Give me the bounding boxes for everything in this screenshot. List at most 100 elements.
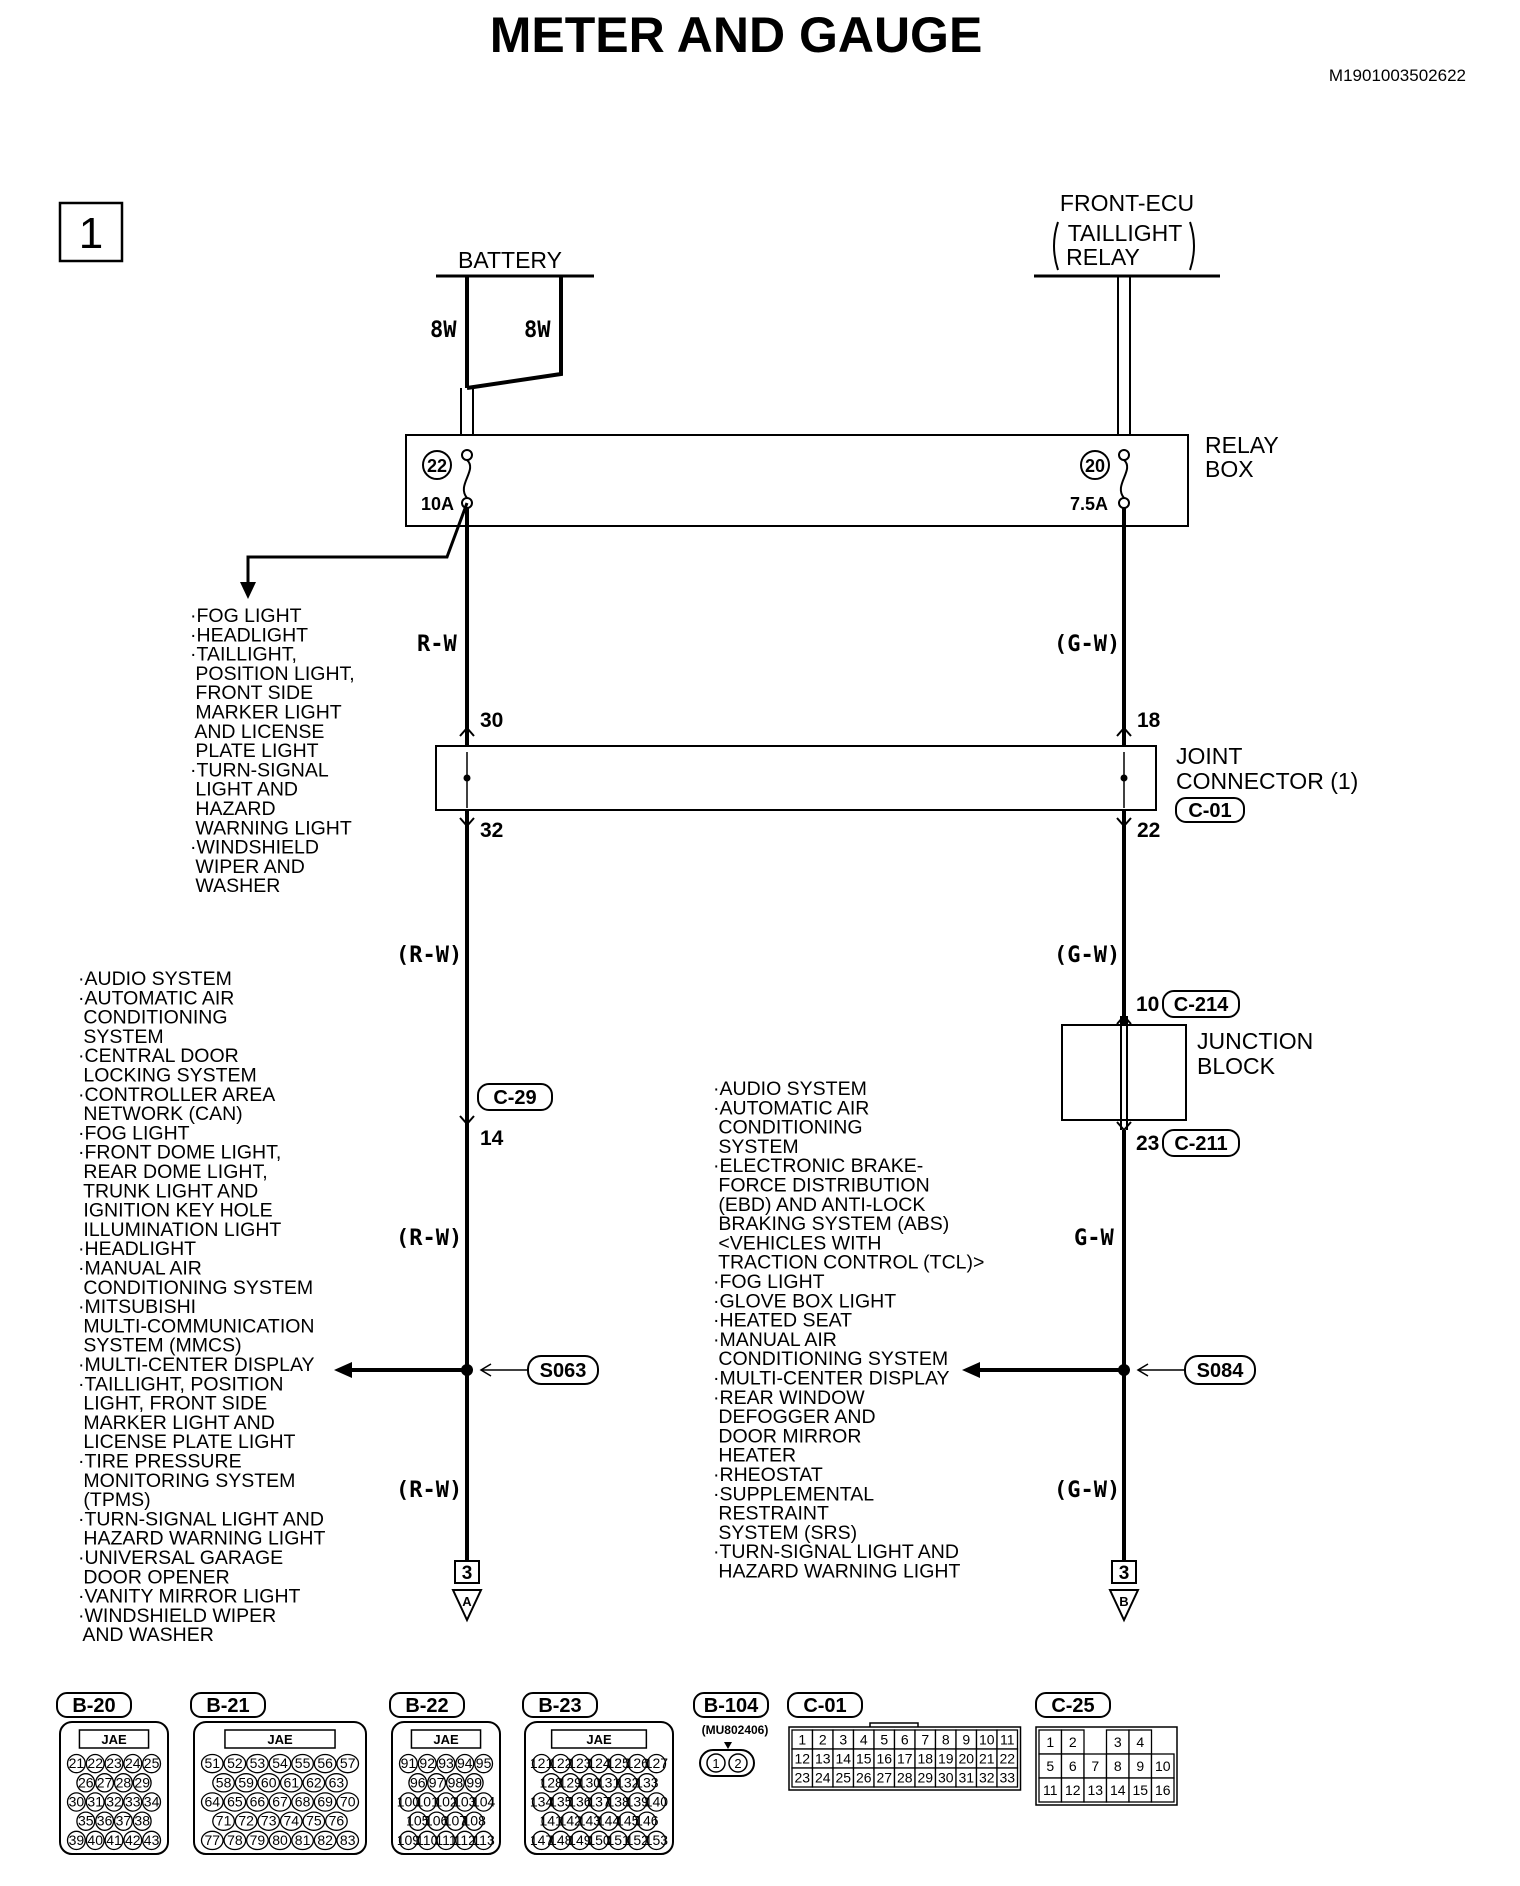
list-line: BRAKING SYSTEM (ABS): [713, 1213, 949, 1235]
connector-cell-label: 15: [856, 1751, 872, 1767]
list-line: ·REAR WINDOW: [713, 1387, 865, 1409]
relay-paren-right: [1189, 221, 1195, 271]
list-line: CONDITIONING SYSTEM: [78, 1277, 313, 1299]
connector-pin-label: 135: [549, 1794, 573, 1810]
connector-pin: [223, 1830, 247, 1851]
connector-pin-label: 70: [340, 1794, 356, 1810]
connector-pin-label: 141: [539, 1813, 563, 1829]
wire-label-left-4: (R-W): [396, 1478, 462, 1503]
connector-pin: [398, 1830, 418, 1851]
list-line: HAZARD WARNING LIGHT: [78, 1528, 325, 1550]
list-line: PLATE LIGHT: [190, 740, 319, 762]
connector-pin-label: 26: [78, 1774, 94, 1790]
list-line: ·MANUAL AIR: [78, 1258, 202, 1280]
connector-pin: [445, 1773, 465, 1793]
connector-cell: [996, 1767, 1019, 1788]
connector-cell-label: 4: [1136, 1734, 1144, 1750]
fuse-left-terminal-top: [461, 449, 473, 461]
list-line: ·MULTI-CENTER DISPLAY: [78, 1354, 315, 1376]
fuse-right-element: [1119, 459, 1129, 499]
connector-cell-label: 1: [798, 1732, 806, 1748]
connector-pin-label: 40: [87, 1832, 103, 1848]
connector-key: [550, 1729, 648, 1749]
connector-pin: [234, 1811, 258, 1831]
connector-pin: [570, 1830, 590, 1851]
continuation-left-box: [454, 1560, 480, 1584]
connector-pin-label: 29: [134, 1774, 150, 1790]
list-line: <VEHICLES WITH: [713, 1232, 882, 1254]
connector-pin-label: 27: [97, 1774, 113, 1790]
connector-pin: [570, 1753, 590, 1774]
connector-cell-label: 3: [1114, 1734, 1122, 1750]
connector-pin: [104, 1753, 124, 1774]
connector-cell: [1150, 1777, 1175, 1803]
connector-pin: [550, 1753, 571, 1774]
connector-label-box: [787, 1692, 863, 1718]
list-line: ·WINDSHIELD WIPER: [78, 1605, 276, 1627]
splice-right-label: S084: [1197, 1360, 1245, 1382]
wire-label-left-3: (R-W): [396, 1226, 462, 1251]
connector-pin-label: 101: [416, 1794, 440, 1810]
connector-pin: [464, 1811, 484, 1831]
connector-pin: [336, 1792, 360, 1812]
pin-18: 18: [1137, 709, 1161, 732]
list-line: IGNITION KEY HOLE: [78, 1200, 273, 1222]
connector-pin-label: 125: [606, 1755, 630, 1771]
joint-connector-id-box: [1175, 797, 1245, 823]
connector-pin-label: 23: [106, 1755, 122, 1771]
connector-pin: [200, 1830, 224, 1851]
list-line: AND LICENSE: [190, 721, 324, 743]
connector-label: B-22: [405, 1695, 448, 1717]
connector-pin: [268, 1830, 292, 1851]
battery-wire-right: [466, 276, 563, 390]
list-line: TRUNK LIGHT AND: [78, 1180, 258, 1202]
splice-left-dot: [461, 1364, 473, 1376]
connector-pin-label: 62: [306, 1774, 322, 1790]
list-line: ·TAILLIGHT,: [190, 644, 297, 666]
list-line: ·RHEOSTAT: [713, 1464, 823, 1486]
connector-pin-label: 130: [578, 1774, 602, 1790]
splice-right-dot: [1118, 1364, 1130, 1376]
connector-cell-label: 10: [1155, 1758, 1171, 1774]
joint-connector-box: [435, 745, 1157, 811]
connector-pin-label: 106: [425, 1813, 449, 1829]
junction-block-box: [1061, 1024, 1187, 1121]
connector-pin-label: 21: [69, 1755, 85, 1771]
splice-left-pointer-head: [479, 1363, 492, 1377]
list-line: REAR DOME LIGHT,: [78, 1161, 268, 1183]
list-line: ·CONTROLLER AREA: [78, 1084, 275, 1106]
connector-pin: [627, 1753, 648, 1774]
connector-pin-label: 97: [429, 1774, 445, 1790]
connector-pin-label: 57: [340, 1755, 356, 1771]
connector-pin-label: 99: [466, 1774, 482, 1790]
connector-pin: [95, 1811, 115, 1831]
connector-cell-label: 13: [815, 1751, 831, 1767]
relay-box-label-2: BOX: [1205, 456, 1254, 482]
connector-pin-label: 105: [406, 1813, 430, 1829]
connector-pin-label: 134: [530, 1794, 554, 1810]
connector-pin-label: 22: [87, 1755, 103, 1771]
connector-pin: [398, 1792, 418, 1812]
connector-cell-label: 9: [962, 1732, 970, 1748]
list-line: MULTI-COMMUNICATION: [78, 1315, 315, 1337]
connector-cell-label: 32: [979, 1770, 995, 1786]
list-line: NETWORK (CAN): [78, 1103, 243, 1125]
fuse-right-rating: 7.5A: [1070, 494, 1108, 514]
connector-pin-label: 25: [144, 1755, 160, 1771]
list-line: TRACTION CONTROL (TCL)>: [713, 1252, 984, 1274]
b104-pin-label: 2: [734, 1756, 741, 1771]
list-line: ·UNIVERSAL GARAGE: [78, 1547, 283, 1569]
connector-pin: [257, 1811, 281, 1831]
connector-pin: [66, 1792, 86, 1812]
connector-pin: [455, 1792, 475, 1812]
connector-pin: [95, 1773, 115, 1793]
list-line: POSITION LIGHT,: [190, 663, 355, 685]
connector-maker: JAE: [267, 1732, 293, 1747]
connector-pin: [313, 1792, 337, 1812]
pin-22: 22: [1137, 819, 1160, 842]
connector-cell-label: 27: [876, 1770, 892, 1786]
connector-pin: [324, 1811, 348, 1831]
b104-part-number: (MU802406): [702, 1723, 769, 1737]
connector-pin: [245, 1753, 269, 1774]
